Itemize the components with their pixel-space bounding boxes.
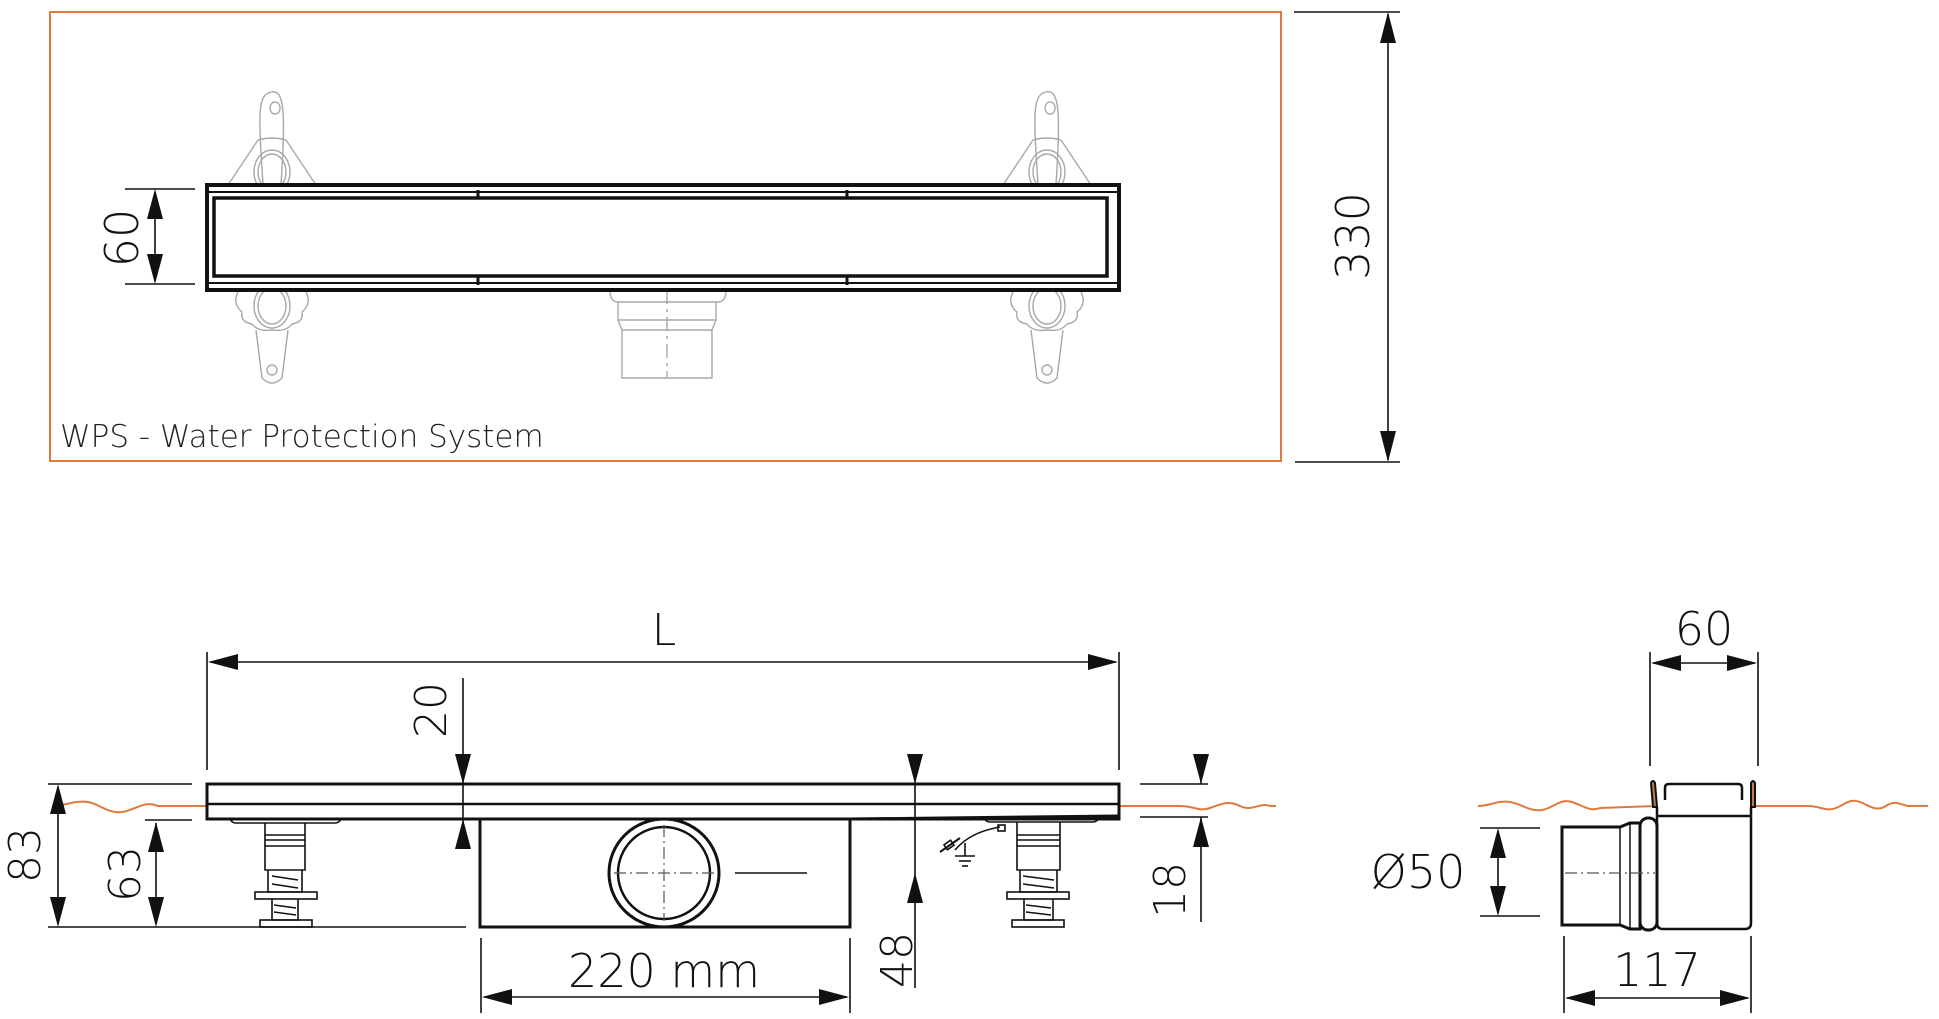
dimension-total-width: 330: [1294, 11, 1400, 463]
dim-top-width-label: 60: [1675, 602, 1734, 656]
dim-grate-thickness-label: 20: [406, 682, 457, 738]
dimension-total-height: 83: [0, 783, 466, 928]
dimension-pipe-diameter: Ø50: [1371, 827, 1540, 917]
dimension-right-height: 18: [1140, 754, 1209, 922]
wps-frame: [49, 11, 1282, 462]
floor-line-end-left: [1477, 800, 1656, 812]
dim-total-height-label: 83: [0, 827, 51, 883]
ground-icon: [955, 843, 975, 867]
side-view: L 20 83 63: [0, 605, 1276, 1013]
outlet-pipe-end: [1560, 816, 1659, 932]
dimension-grate-width: 60: [95, 188, 195, 285]
flange-right: [1750, 780, 1756, 808]
dimension-top-width: 60: [1649, 602, 1759, 766]
flange-left: [1649, 780, 1659, 808]
dimension-outlet-center: 48: [872, 754, 923, 988]
outlet-pipe-ghost: [609, 289, 727, 379]
mounting-bracket-right: [1002, 91, 1092, 384]
outlet-circle: [607, 817, 807, 929]
dimension-body-length: 117: [1563, 936, 1752, 1013]
adjustable-foot-right: [983, 817, 1100, 928]
floor-line-left: [51, 800, 207, 814]
dimension-length: L: [206, 605, 1120, 770]
top-view: 60 330 WPS - Water Protection System: [49, 11, 1400, 463]
earth-clip-icon: [939, 824, 1006, 853]
dimension-grate-thickness: 20: [406, 678, 471, 849]
dim-foot-height-label: 63: [100, 846, 151, 902]
dim-outlet-center-label: 48: [872, 932, 923, 988]
dim-body-length-label: 117: [1613, 943, 1701, 997]
adjustable-foot-left: [229, 818, 342, 928]
drain-channel-side: [205, 782, 1121, 929]
end-view: 60 Ø50 117: [1371, 602, 1928, 1013]
dim-length-label: L: [652, 605, 677, 656]
dim-total-width-label: 330: [1326, 192, 1380, 280]
dimension-outlet-section: 220 mm: [480, 938, 851, 1013]
wps-caption: WPS - Water Protection System: [60, 419, 544, 455]
dimension-foot-height: 63: [100, 819, 192, 927]
dim-grate-width-label: 60: [95, 209, 149, 268]
dim-outlet-section-label: 220 mm: [568, 944, 760, 998]
drain-channel-top: [205, 183, 1121, 292]
floor-line-right: [1119, 801, 1276, 811]
grate-cap: [1663, 782, 1744, 800]
dim-pipe-diameter-label: Ø50: [1371, 845, 1466, 899]
channel-body: [1655, 807, 1753, 931]
floor-line-end-right: [1756, 799, 1928, 811]
dim-right-height-label: 18: [1145, 862, 1196, 918]
